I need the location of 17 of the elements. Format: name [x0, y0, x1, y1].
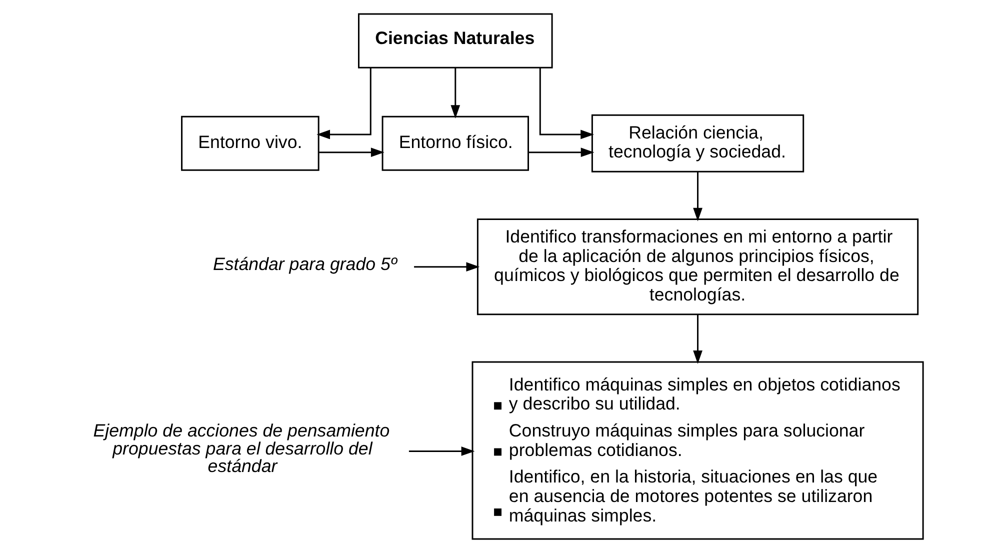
arrow — [692, 172, 702, 222]
arrow — [450, 68, 460, 119]
node-text: Estándar para grado 5º — [212, 254, 396, 274]
node-box: Entorno vivo. — [180, 116, 319, 171]
node-box: Entorno físico. — [381, 116, 528, 171]
node-box: Ciencias Naturales — [358, 13, 552, 68]
arrow — [414, 262, 480, 272]
arrow — [408, 446, 474, 456]
arrow — [538, 68, 594, 140]
node-text: Ejemplo de acciones de pensamiento propuestas para el desarrollo del estándar — [92, 420, 390, 476]
arrow — [528, 148, 594, 158]
node-box: Relación ciencia, tecnología y sociedad. — [590, 114, 804, 172]
arrow — [318, 148, 384, 158]
arrow — [692, 314, 702, 364]
node-box: Identifico máquinas simples en objetos cotidianos y describo su utilidad. Construyo máquinas simples para solucionar problemas cotidianos. Identifico, en la historia, situaciones en las que en ausencia de motores potentes se utilizaron máquinas simples. — [471, 361, 924, 540]
arrow — [316, 68, 371, 140]
node-box: Identifico transformaciones en mi entorno a partir de la aplicación de algunos principios físicos, químicos y biológicos que permiten el desarrollo de tecnologías. — [476, 218, 918, 316]
